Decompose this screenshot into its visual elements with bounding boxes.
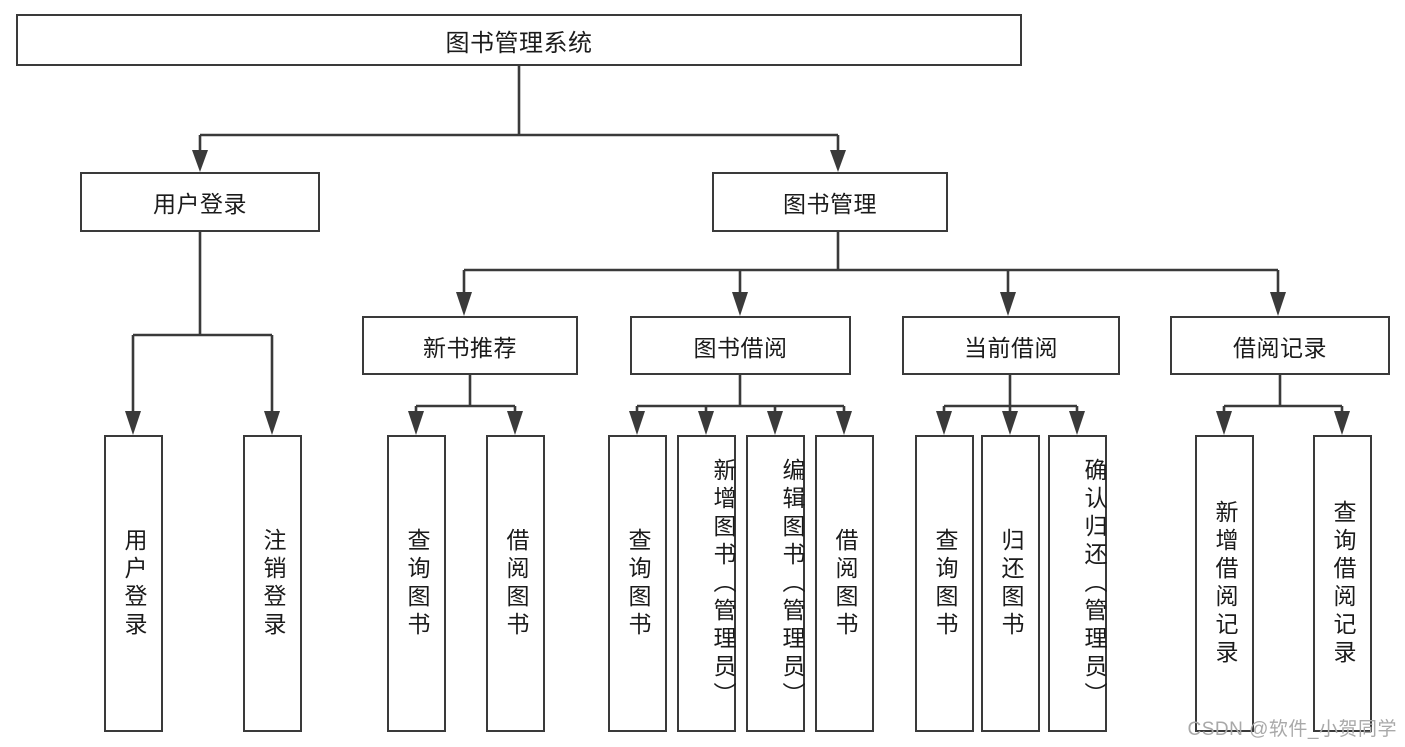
node-user-login[interactable]: 用户登录 [80,172,320,232]
node-leaf-user-login[interactable]: 用户登录 [104,435,163,732]
node-book-manage[interactable]: 图书管理 [712,172,948,232]
node-leaf-add-record[interactable]: 新增借阅记录 [1195,435,1254,732]
node-leaf-logout[interactable]: 注销登录 [243,435,302,732]
node-leaf-confirm-return[interactable]: 确认归还（管理员） [1048,435,1107,732]
node-book-borrow[interactable]: 图书借阅 [630,316,851,375]
node-leaf-borrow-book-2[interactable]: 借阅图书 [815,435,874,732]
node-borrow-record[interactable]: 借阅记录 [1170,316,1390,375]
node-leaf-query-book-2[interactable]: 查询图书 [608,435,667,732]
node-root[interactable]: 图书管理系统 [16,14,1022,66]
node-leaf-add-book[interactable]: 新增图书（管理员） [677,435,736,732]
csdn-watermark: CSDN @软件_小贺同学 [1187,719,1397,740]
node-current-borrow[interactable]: 当前借阅 [902,316,1120,375]
node-leaf-borrow-book-1[interactable]: 借阅图书 [486,435,545,732]
node-new-book-rec[interactable]: 新书推荐 [362,316,578,375]
node-leaf-return-book[interactable]: 归还图书 [981,435,1040,732]
node-leaf-query-record[interactable]: 查询借阅记录 [1313,435,1372,732]
node-leaf-edit-book[interactable]: 编辑图书（管理员） [746,435,805,732]
node-leaf-query-book-3[interactable]: 查询图书 [915,435,974,732]
node-leaf-query-book-1[interactable]: 查询图书 [387,435,446,732]
